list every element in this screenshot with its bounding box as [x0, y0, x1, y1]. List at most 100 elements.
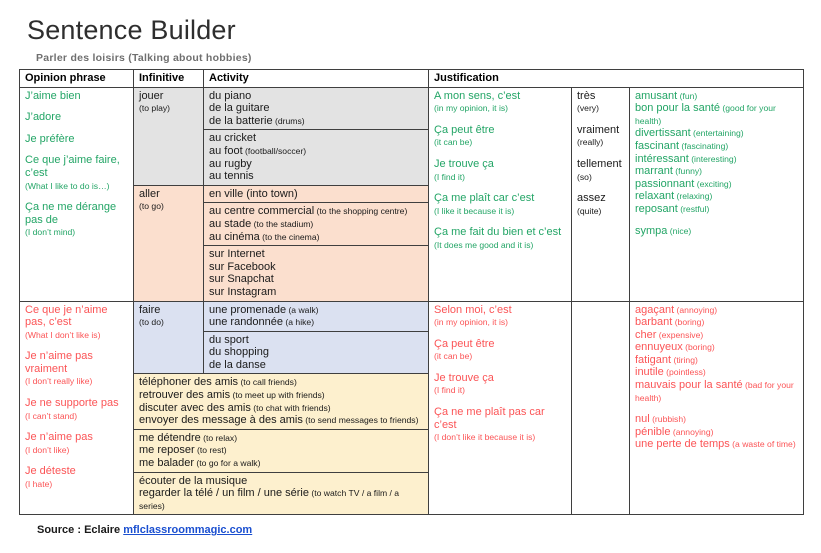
entry: du piano	[209, 90, 424, 103]
entry-fr: Je n’aime pas	[25, 431, 93, 444]
entry: discuter avec des amis (to chat with fri…	[139, 402, 424, 415]
entry-gloss: (expensive)	[656, 329, 704, 340]
entry: mauvais pour la santé (bad for your heal…	[635, 379, 799, 404]
entry: assez(quite)	[577, 192, 625, 217]
entry-gloss: (a walk)	[286, 304, 319, 315]
entry-fr: téléphoner des amis	[139, 376, 239, 389]
entry-gloss: (to meet up with friends)	[230, 390, 325, 401]
entry: sur Facebook	[209, 261, 424, 274]
entry-fr: au foot	[209, 144, 243, 157]
entry-gloss: (I find it)	[434, 385, 466, 396]
spacer	[434, 397, 567, 406]
entry: amusant (fun)	[635, 90, 799, 103]
entry-fr: me détendre	[139, 431, 201, 444]
entry: passionnant (exciting)	[635, 178, 799, 191]
justification-cell-negative: Selon moi, c’est(in my opinion, it is)Ça…	[428, 300, 572, 516]
entry: au centre commercial (to the shopping ce…	[209, 205, 424, 218]
entry-gloss: (to play)	[139, 103, 171, 114]
entry: Ce que je n’aime pas, c’est(What I don’t…	[25, 304, 129, 342]
entry-fr: aller	[139, 187, 160, 200]
entry: tellement(so)	[577, 158, 625, 183]
entry: Je préfère	[25, 133, 129, 146]
entry-gloss: (it can be)	[434, 351, 473, 362]
entry: regarder la télé / un film / une série (…	[139, 487, 424, 512]
source-link[interactable]: mflclassroommagic.com	[123, 524, 253, 536]
entry-fr: au cricket	[209, 132, 257, 145]
entry: me balader (to go for a walk)	[139, 457, 424, 470]
entry-gloss: (boring)	[682, 342, 715, 353]
entry-gloss: (quite)	[577, 205, 602, 216]
entry: Je n’aime pas vraiment(I don’t really li…	[25, 350, 129, 388]
table-row: aller(to go) en ville (into town)	[20, 184, 804, 302]
adjective-list-negative-extra: nul (rubbish)pénible (annoying)une perte…	[635, 413, 799, 451]
entry-gloss: (to the cinema)	[259, 231, 320, 242]
spacer	[25, 456, 129, 465]
entry-fr: écouter de la musique	[139, 474, 248, 487]
entry: sur Snapchat	[209, 273, 424, 286]
entry: une perte de temps (a waste of time)	[635, 438, 799, 451]
intensifier-cell-negative	[571, 300, 630, 516]
entry-fr: passionnant	[635, 177, 695, 190]
entry: envoyer des message à des amis (to send …	[139, 414, 424, 427]
entry: Ça ne me plaît pas car c’est(I don’t lik…	[434, 406, 567, 444]
spacer	[434, 149, 567, 158]
entry: de la batterie (drums)	[209, 115, 424, 128]
entry-fr: une promenade	[209, 303, 287, 316]
entry-fr: très	[577, 89, 596, 102]
entry-gloss: (really)	[577, 137, 604, 148]
adjective-cell-negative: agaçant (annoying)barbant (boring)cher (…	[628, 300, 805, 516]
entry-fr: barbant	[635, 316, 673, 329]
infinitive-cell-jouer: jouer(to play)	[133, 86, 204, 186]
entry-fr: faire	[139, 303, 161, 316]
table-row: me détendre (to relax)me reposer (to res…	[20, 428, 804, 473]
entry-gloss: (to watch TV / a film / a series)	[139, 488, 400, 511]
adjective-list-positive-extra: sympa (nice)	[635, 225, 799, 238]
entry: relaxant (relaxing)	[635, 190, 799, 203]
opinion-list-negative: Ce que je n’aime pas, c’est(What I don’t…	[25, 304, 129, 491]
infinitive-cell-faire: faire(to do)	[133, 300, 204, 375]
entry-fr: Je ne supporte pas	[25, 397, 119, 410]
entry: très(very)	[577, 90, 625, 115]
entry-fr: sur Instagram	[209, 285, 277, 298]
entry-fr: envoyer des message à des amis	[139, 414, 303, 427]
source-line: Source : Eclaire mflclassroommagic.com	[37, 524, 252, 536]
entry: de la guitare	[209, 102, 424, 115]
table-header-row: Opinion phrase Infinitive Activity Justi…	[19, 69, 805, 88]
entry: bon pour la santé (good for your health)	[635, 102, 799, 127]
table-row: Ce que je n’aime pas, c’est(What I don’t…	[19, 300, 805, 516]
spacer	[577, 183, 625, 192]
entry-gloss: (a waste of time)	[729, 439, 796, 450]
entry-fr: Ça peut être	[434, 123, 495, 136]
entry-fr: amusant	[635, 89, 678, 102]
entry-gloss: (nice)	[667, 225, 692, 236]
entry: du sport	[209, 334, 424, 347]
entry-fr: discuter avec des amis	[139, 401, 251, 414]
entry-gloss: (to rest)	[194, 445, 227, 456]
entry-gloss: (it can be)	[434, 137, 473, 148]
column-header-justification: Justification	[427, 69, 805, 88]
entry: me reposer (to rest)	[139, 444, 424, 457]
entry: au cinéma (to the cinema)	[209, 231, 424, 244]
entry-fr: inutile	[635, 366, 664, 379]
entry-fr: fatigant	[635, 353, 672, 366]
infinitive-cell-aller: aller(to go)	[133, 184, 204, 302]
activity-list: en ville (into town)	[209, 188, 424, 201]
entry-gloss: (to send messages to friends)	[302, 415, 419, 426]
entry: en ville (into town)	[209, 188, 424, 201]
entry-fr: au centre commercial	[209, 205, 315, 218]
entry-fr: retrouver des amis	[139, 389, 231, 402]
entry: vraiment(really)	[577, 124, 625, 149]
justification-list-positive: A mon sens, c’est(in my opinion, it is)Ç…	[434, 90, 567, 252]
entry: Je déteste(I hate)	[25, 465, 129, 490]
entry-fr: me balader	[139, 457, 195, 470]
entry-fr: Ça ne me dérange pas de	[25, 201, 117, 226]
entry-gloss: (to the stadium)	[251, 218, 314, 229]
entry: sur Instagram	[209, 286, 424, 299]
entry-gloss: (exciting)	[694, 178, 732, 189]
